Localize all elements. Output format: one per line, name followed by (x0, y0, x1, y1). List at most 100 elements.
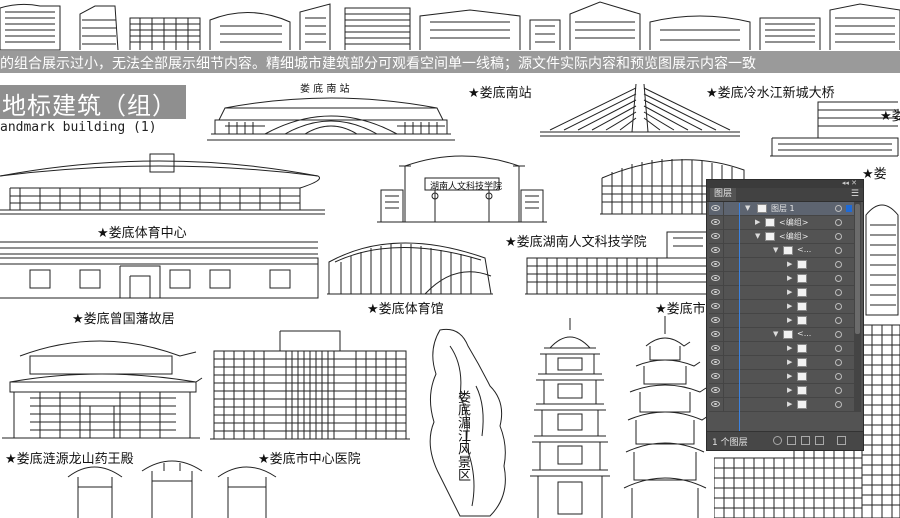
target-icon[interactable] (835, 317, 842, 324)
eye-icon[interactable] (711, 331, 720, 337)
search-icon[interactable] (773, 436, 782, 445)
layer-thumbnail (783, 246, 793, 255)
eye-icon[interactable] (711, 275, 720, 281)
eye-icon[interactable] (711, 359, 720, 365)
layers-panel[interactable]: ◂◂ ✕ 图层 ☰ ▼ 图层 1 ▶ <编组> ▼ <编组> ▼ (706, 179, 864, 451)
target-icon[interactable] (835, 233, 842, 240)
eye-icon[interactable] (711, 261, 720, 267)
label-xueyuan: ★娄底湖南人文科技学院 (505, 235, 647, 250)
menu-icon[interactable]: ☰ (850, 189, 859, 199)
label-right1: ★娄 (880, 109, 900, 124)
layer-row-path[interactable]: ▶ (709, 356, 854, 370)
layer-row-path[interactable]: ▶ (709, 300, 854, 314)
expand-arrow-icon[interactable]: ▶ (787, 288, 793, 296)
layer-thumbnail (783, 330, 793, 339)
eye-icon[interactable] (711, 219, 720, 225)
layer-row-path[interactable]: ▶ (709, 398, 854, 412)
new-layer-icon[interactable] (815, 436, 824, 445)
xueyuan-illustration (375, 150, 550, 225)
eye-icon[interactable] (711, 247, 720, 253)
expand-arrow-icon[interactable]: ▶ (787, 344, 793, 352)
target-icon[interactable] (835, 331, 842, 338)
layers-scrollbar[interactable] (854, 202, 861, 412)
layer-thumbnail (797, 400, 807, 409)
layer-name[interactable]: 图层 1 (771, 204, 795, 213)
make-clipping-mask-icon[interactable] (787, 436, 796, 445)
eye-icon[interactable] (711, 205, 720, 211)
expand-arrow-icon[interactable]: ▶ (787, 372, 793, 380)
eye-icon[interactable] (711, 373, 720, 379)
target-icon[interactable] (835, 401, 842, 408)
layer-thumbnail (797, 372, 807, 381)
label-tiyuzhongxin: ★娄底体育中心 (97, 226, 187, 241)
layer-row-path[interactable]: ▶ (709, 384, 854, 398)
layer-thumbnail (797, 386, 807, 395)
collapse-icon[interactable]: ◂◂ ✕ (841, 179, 857, 187)
target-icon[interactable] (835, 303, 842, 310)
layer-row-path[interactable]: ▶ (709, 286, 854, 300)
expand-arrow-icon[interactable]: ▼ (773, 330, 779, 338)
expand-arrow-icon[interactable]: ▼ (773, 246, 779, 254)
layer-row-sub[interactable]: ▼ <... (709, 244, 854, 258)
expand-arrow-icon[interactable]: ▶ (787, 274, 793, 282)
layer-name[interactable]: <... (797, 245, 812, 254)
layer-thumbnail (765, 218, 775, 227)
notice-banner-text: 的组合展示过小，无法全部展示细节内容。精细城市建筑部分可观看空间单一线稿；源文件… (0, 56, 756, 72)
label-scenic: 娄底湄江风景区 (455, 390, 470, 481)
panel-titlebar[interactable]: ◂◂ ✕ (707, 179, 863, 188)
layer-row-sub[interactable]: ▼ <... (709, 328, 854, 342)
layer-row-path[interactable]: ▶ (709, 370, 854, 384)
tab-layers[interactable]: 图层 (710, 188, 737, 201)
expand-arrow-icon[interactable]: ▼ (755, 232, 761, 240)
layer-row-group[interactable]: ▼ <编组> (709, 230, 854, 244)
right-top-building (768, 98, 900, 158)
expand-arrow-icon[interactable]: ▶ (787, 400, 793, 408)
tiyuguan-illustration (325, 232, 495, 298)
panel-footer: 1 个图层 (707, 431, 863, 450)
eye-icon[interactable] (711, 233, 720, 239)
eye-icon[interactable] (711, 303, 720, 309)
target-icon[interactable] (835, 247, 842, 254)
expand-arrow-icon[interactable]: ▶ (787, 302, 793, 310)
target-icon[interactable] (835, 289, 842, 296)
target-icon[interactable] (835, 275, 842, 282)
layer-row-group[interactable]: ▶ <编组> (709, 216, 854, 230)
target-icon[interactable] (835, 359, 842, 366)
expand-arrow-icon[interactable]: ▶ (787, 260, 793, 268)
selection-indicator-line (739, 203, 740, 431)
target-icon[interactable] (835, 219, 842, 226)
eye-icon[interactable] (711, 387, 720, 393)
target-icon[interactable] (835, 387, 842, 394)
page-subtitle: andmark building (1) (0, 120, 157, 135)
new-sublayer-icon[interactable] (801, 436, 810, 445)
eye-icon[interactable] (711, 345, 720, 351)
expand-arrow-icon[interactable]: ▶ (787, 386, 793, 394)
layers-list[interactable]: ▼ 图层 1 ▶ <编组> ▼ <编组> ▼ <... (709, 202, 854, 412)
target-icon[interactable] (835, 345, 842, 352)
expand-arrow-icon[interactable]: ▶ (755, 218, 761, 226)
expand-arrow-icon[interactable]: ▼ (745, 204, 751, 212)
layer-row-path[interactable]: ▶ (709, 314, 854, 328)
layer-row-layer1[interactable]: ▼ 图层 1 (709, 202, 854, 216)
layer-row-path[interactable]: ▶ (709, 272, 854, 286)
right-edge-tower (862, 185, 900, 518)
target-icon[interactable] (835, 261, 842, 268)
layer-name[interactable]: <编组> (779, 232, 809, 241)
pagoda-left-illustration (530, 318, 610, 518)
eye-icon[interactable] (711, 289, 720, 295)
target-icon[interactable] (835, 205, 842, 212)
target-icon[interactable] (835, 373, 842, 380)
label-daqiao: ★娄底冷水江新城大桥 (706, 86, 835, 101)
expand-arrow-icon[interactable]: ▶ (787, 358, 793, 366)
scrollbar-thumb[interactable] (855, 204, 860, 334)
layer-row-path[interactable]: ▶ (709, 342, 854, 356)
delete-icon[interactable] (837, 436, 846, 445)
layer-name[interactable]: <... (797, 329, 812, 338)
layer-thumbnail (797, 260, 807, 269)
layer-name[interactable]: <编组> (779, 218, 809, 227)
layer-thumbnail (797, 316, 807, 325)
eye-icon[interactable] (711, 401, 720, 407)
layer-row-path[interactable]: ▶ (709, 258, 854, 272)
expand-arrow-icon[interactable]: ▶ (787, 316, 793, 324)
eye-icon[interactable] (711, 317, 720, 323)
